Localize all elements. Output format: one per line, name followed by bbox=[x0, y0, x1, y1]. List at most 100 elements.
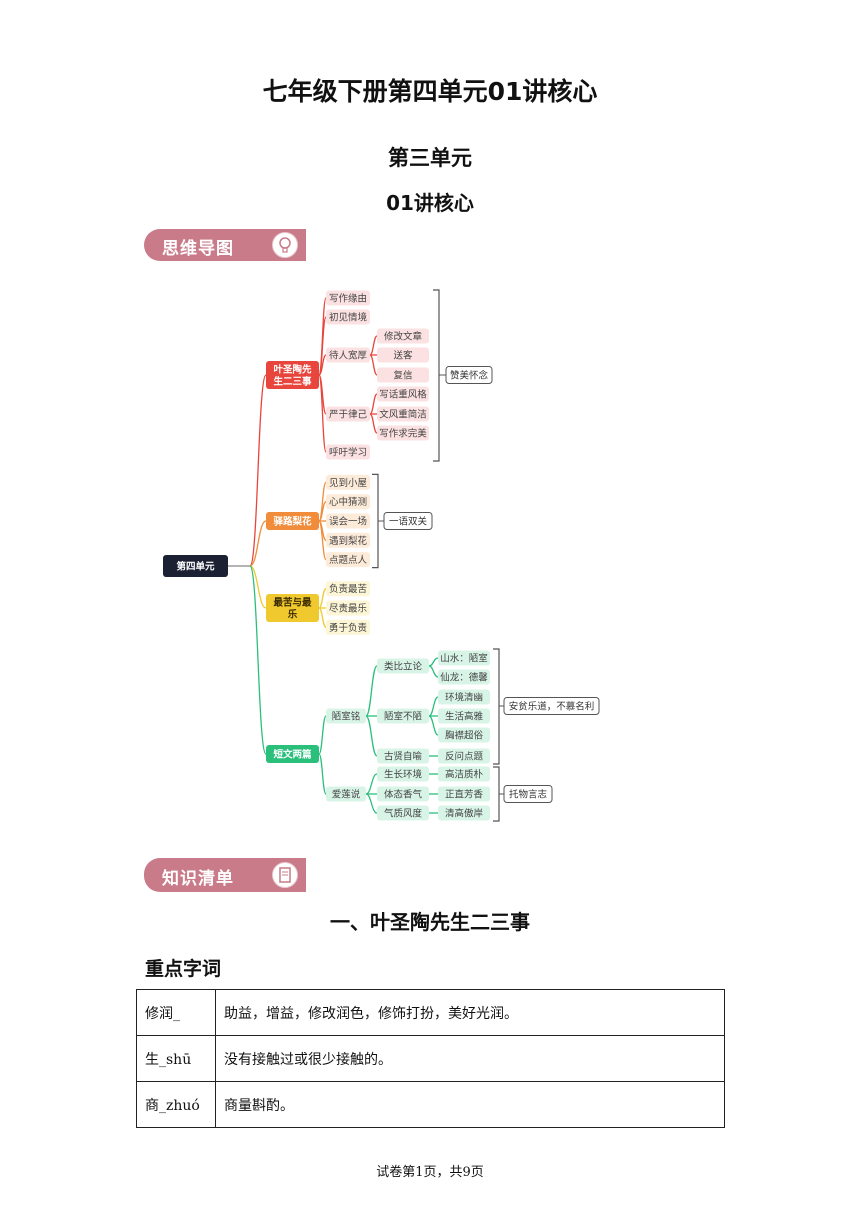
item-connector bbox=[318, 520, 327, 561]
mindmap-root: 第四单元 bbox=[176, 561, 215, 573]
mindmap-node: 复信 bbox=[393, 370, 412, 382]
item-connector bbox=[318, 607, 327, 628]
branch-connector bbox=[249, 374, 267, 567]
mindmap-node: 写作求完美 bbox=[379, 428, 427, 440]
mindmap-node: 反问点题 bbox=[445, 751, 484, 763]
branch-1: 生二三事 bbox=[273, 376, 312, 388]
document-title: 七年级下册第四单元01讲核心 bbox=[262, 77, 598, 106]
mindmap-summary-box bbox=[383, 512, 433, 530]
branch-3: 乐 bbox=[288, 609, 298, 621]
item-connector bbox=[318, 753, 327, 795]
mindmap-root-box bbox=[163, 555, 228, 577]
sub-heading: 重点字词 bbox=[145, 958, 222, 980]
mindmap-node: 送客 bbox=[393, 350, 413, 362]
mindmap-node-box bbox=[326, 786, 366, 802]
branch-4: 短文两篇 bbox=[273, 749, 312, 761]
lesson-title: 01讲核心 bbox=[386, 191, 474, 215]
vocab-row: 修润_助益，增益，修改润色，修饰打扮，美好光润。 bbox=[136, 989, 725, 1036]
mindmap-node: 遇到梨花 bbox=[329, 535, 368, 547]
mindmap-node-box bbox=[326, 532, 370, 548]
summary-bracket bbox=[493, 766, 500, 822]
branch-connector bbox=[249, 565, 267, 755]
mindmap-node-box bbox=[438, 727, 490, 743]
mindmap-node-box bbox=[326, 513, 370, 529]
mindmap-node-box bbox=[326, 619, 370, 635]
page-footer: 试卷第1页，共9页 bbox=[376, 1165, 484, 1180]
item-connector bbox=[365, 665, 378, 717]
mindmap-node: 见到小屋 bbox=[329, 477, 367, 489]
mindmap-node-box bbox=[438, 669, 490, 685]
mindmap-node: 爱莲说 bbox=[332, 789, 361, 801]
knowledge-banner: 知识清单 bbox=[144, 858, 306, 892]
mindmap-node: 生长环境 bbox=[384, 769, 423, 781]
mindmap-node: 文风重简洁 bbox=[379, 409, 427, 421]
summary-bracket bbox=[493, 648, 500, 765]
section-title: 一、叶圣陶先生二三事 bbox=[330, 910, 530, 934]
mindmap-summary-box bbox=[445, 366, 493, 384]
mindmap-node-box bbox=[438, 748, 490, 764]
vocab-meaning: 商量斟酌。 bbox=[215, 1081, 725, 1128]
item-connector bbox=[318, 715, 327, 755]
item-connector bbox=[369, 354, 378, 376]
mindmap-node: 类比立论 bbox=[384, 661, 423, 673]
summary-bracket bbox=[372, 473, 379, 569]
mindmap-node-box bbox=[326, 290, 370, 306]
mindmap-banner: 思维导图 bbox=[144, 229, 306, 261]
mindmap-node: 尽责最乐 bbox=[329, 603, 368, 615]
item-connector bbox=[365, 773, 378, 795]
mindmap-node-box bbox=[326, 309, 370, 325]
mindmap-node: 写作缘由 bbox=[329, 293, 367, 305]
lightbulb-icon bbox=[272, 232, 298, 258]
item-connector bbox=[428, 715, 439, 736]
branch-connector bbox=[249, 520, 267, 567]
branch-3: 最苦与最 bbox=[273, 597, 312, 609]
branch-4-box bbox=[266, 745, 319, 763]
mindmap-node: 高洁质朴 bbox=[445, 769, 484, 781]
branch-1-box bbox=[266, 361, 319, 389]
vocab-word: 生_shū bbox=[136, 1035, 216, 1082]
mindmap-node: 陋室铭 bbox=[332, 711, 361, 723]
mindmap-node-box bbox=[377, 786, 429, 802]
mindmap-node: 写话重风格 bbox=[379, 389, 427, 401]
mindmap-node: 呼吁学习 bbox=[329, 447, 367, 459]
document-icon bbox=[272, 862, 298, 888]
summary-bracket bbox=[433, 289, 440, 462]
mindmap-node-box bbox=[326, 581, 370, 597]
mindmap-node-box bbox=[438, 689, 490, 705]
mindmap-node: 胸襟超俗 bbox=[445, 730, 484, 742]
mindmap-node-box bbox=[438, 786, 490, 802]
mindmap-node: 山水：陋室 bbox=[440, 653, 488, 665]
mindmap-node: 初见情境 bbox=[329, 312, 368, 324]
mindmap-node-box bbox=[326, 444, 370, 460]
mindmap-node-box bbox=[377, 425, 429, 441]
branch-2: 驿路梨花 bbox=[273, 516, 312, 528]
mindmap-node: 仙龙：德馨 bbox=[440, 672, 488, 684]
mindmap-node-box bbox=[377, 347, 429, 363]
mindmap-node-box bbox=[326, 474, 370, 490]
mindmap-node-box bbox=[377, 748, 429, 764]
mindmap-node-box bbox=[438, 650, 490, 666]
mindmap-node-box bbox=[326, 552, 370, 568]
vocab-meaning: 助益，增益，修改润色，修饰打扮，美好光润。 bbox=[215, 989, 725, 1036]
item-connector bbox=[428, 665, 439, 678]
mindmap-node-box bbox=[326, 708, 366, 724]
mindmap-node-box bbox=[377, 406, 429, 422]
mindmap-node: 待人宽厚 bbox=[329, 350, 368, 362]
mindmap-node: 陋室不陋 bbox=[384, 711, 423, 723]
item-connector bbox=[318, 588, 327, 609]
mindmap-summary: 赞美怀念 bbox=[450, 370, 489, 382]
branch-3-box bbox=[266, 594, 319, 622]
vocab-word: 修润_ bbox=[136, 989, 216, 1036]
branch-2-box bbox=[266, 512, 319, 530]
mindmap-node-box bbox=[377, 367, 429, 383]
item-connector bbox=[365, 793, 378, 814]
mindmap-summary-box bbox=[503, 785, 553, 803]
mindmap-summary: 一语双关 bbox=[389, 516, 428, 528]
mindmap-node: 体态香气 bbox=[384, 789, 423, 801]
item-connector bbox=[318, 374, 327, 453]
mindmap-node-box bbox=[326, 600, 370, 616]
mindmap-node: 正直芳香 bbox=[445, 789, 484, 801]
mindmap-node-box bbox=[377, 658, 429, 674]
vocab-meaning: 没有接触过或很少接触的。 bbox=[215, 1035, 725, 1082]
